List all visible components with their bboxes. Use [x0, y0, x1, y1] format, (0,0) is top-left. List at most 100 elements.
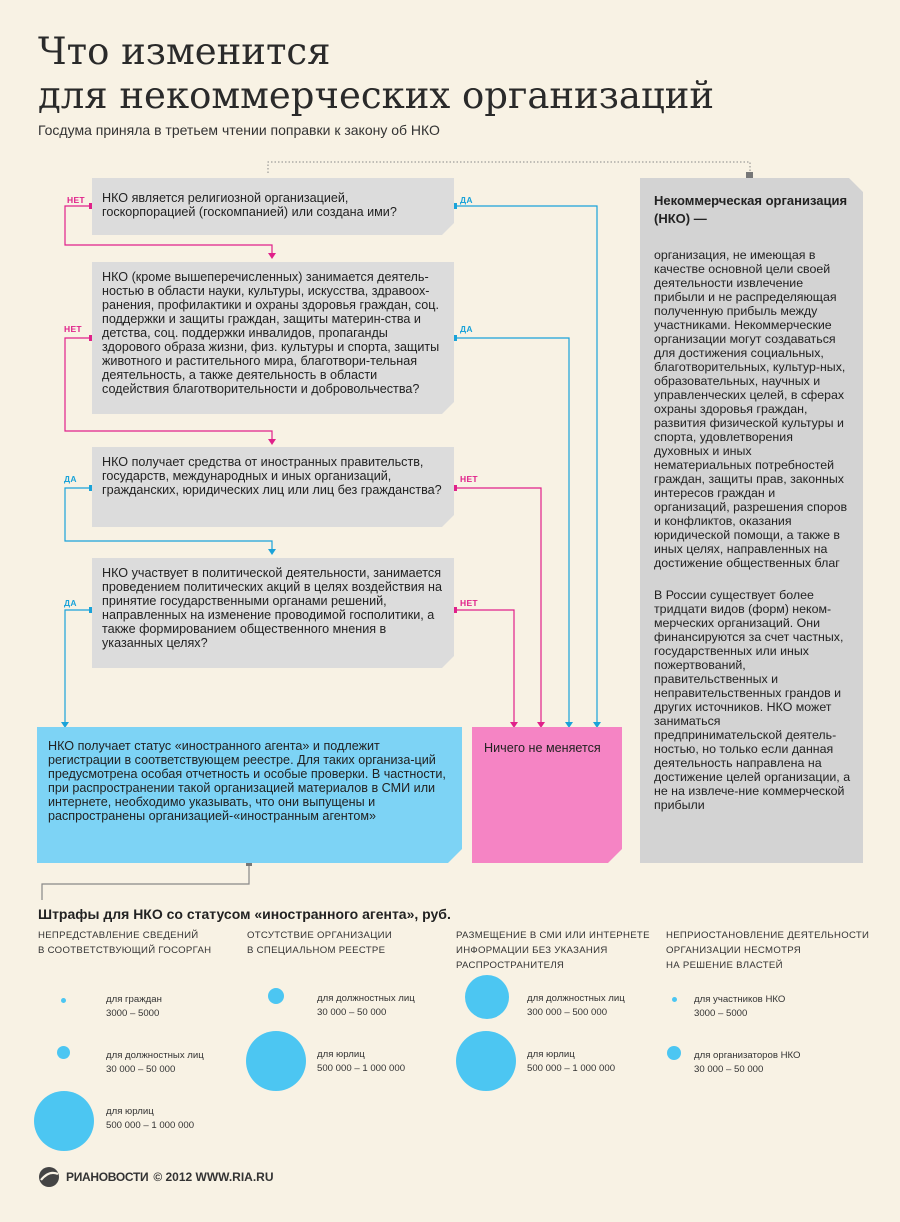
q4-no-label: НЕТ [460, 598, 478, 608]
footer: РИАНОВОСТИ © 2012 WWW.RIA.RU [37, 1166, 274, 1188]
q3-no-marker [451, 485, 457, 491]
col-4-header-line-1: НЕПРИОСТАНОВЛЕНИЕ ДЕЯТЕЛЬНОСТИ [666, 930, 870, 941]
fine-range: 30 000 – 50 000 [317, 1007, 387, 1018]
fines-col-4-header: НЕПРИОСТАНОВЛЕНИЕ ДЕЯТЕЛЬНОСТИ ОРГАНИЗАЦ… [666, 928, 869, 973]
fine-who: для должностных лиц [527, 993, 625, 1004]
top-connector-marker [746, 172, 753, 179]
question-2: НКО (кроме вышеперечисленных) занимается… [92, 262, 454, 414]
fine-range: 300 000 – 500 000 [527, 1007, 608, 1018]
fine-c4-organizers: для организаторов НКО 30 000 – 50 000 [694, 1049, 800, 1077]
fine-range: 3000 – 5000 [694, 1008, 748, 1019]
fine-who: для должностных лиц [106, 1050, 204, 1061]
arrow-q1-nothing [593, 722, 601, 728]
col-2-header-line-1: ОТСУТСТВИЕ ОРГАНИЗАЦИИ [247, 930, 393, 941]
title-line-1: Что изменится [38, 30, 331, 73]
fine-c3-officials: для должностных лиц 300 000 – 500 000 [527, 992, 625, 1020]
fine-c1-legal: для юрлиц 500 000 – 1 000 000 [106, 1105, 194, 1133]
col-1-header-line-2: В СООТВЕТСТВУЮЩИЙ ГОСОРГАН [38, 945, 212, 956]
q1-yes-line [454, 205, 598, 722]
fine-c2-officials: для должностных лиц 30 000 – 50 000 [317, 992, 415, 1020]
q2-yes-marker [451, 335, 457, 341]
fine-circle-c2-officials [268, 988, 284, 1004]
fines-col-1-header: НЕПРЕДСТАВЛЕНИЕ СВЕДЕНИЙ В СООТВЕТСТВУЮЩ… [38, 928, 211, 958]
arrow-to-q2 [268, 253, 276, 259]
arrow-q4-nothing [510, 722, 518, 728]
q2-yes-line [454, 337, 570, 722]
fine-circle-c4-participants [672, 997, 677, 1002]
col-3-header-line-1: РАЗМЕЩЕНИЕ В СМИ ИЛИ ИНТЕРНЕТЕ [456, 930, 650, 941]
fine-circle-c2-legal [246, 1031, 306, 1091]
fine-range: 3000 – 5000 [106, 1008, 160, 1019]
fine-who: для граждан [106, 994, 162, 1005]
agent-bottom-marker [246, 860, 252, 866]
q1-yes-label: ДА [460, 195, 473, 205]
fine-who: для юрлиц [527, 1049, 575, 1060]
nko-definition-panel: Некоммерческая организация (НКО) — орган… [640, 178, 863, 863]
q4-no-line [454, 609, 515, 722]
fines-col-2-header: ОТСУТСТВИЕ ОРГАНИЗАЦИИ В СПЕЦИАЛЬНОМ РЕЕ… [247, 928, 392, 958]
col-4-header-line-3: НА РЕШЕНИЕ ВЛАСТЕЙ [666, 960, 783, 971]
copyright: © 2012 WWW.RIA.RU [153, 1170, 274, 1184]
question-4: НКО участвует в политической деятельност… [92, 558, 454, 668]
fine-range: 30 000 – 50 000 [694, 1064, 764, 1075]
agent-to-fines-line [41, 862, 250, 900]
fine-circle-c1-legal [34, 1091, 94, 1151]
fine-circle-c3-legal [456, 1031, 516, 1091]
col-2-header-line-2: В СПЕЦИАЛЬНОМ РЕЕСТРЕ [247, 945, 386, 956]
q2-yes-label: ДА [460, 324, 473, 334]
fine-range: 500 000 – 1 000 000 [106, 1120, 195, 1131]
top-dotted-connector [267, 161, 751, 173]
question-2-text: НКО (кроме вышеперечисленных) занимается… [102, 270, 440, 396]
col-4-header-line-2: ОРГАНИЗАЦИИ НЕСМОТРЯ [666, 945, 801, 956]
fine-who: для юрлиц [106, 1106, 154, 1117]
col-3-header-line-2: ИНФОРМАЦИИ БЕЗ УКАЗАНИЯ [456, 945, 608, 956]
fine-circle-c1-citizens [61, 998, 66, 1003]
fine-c1-officials: для должностных лиц 30 000 – 50 000 [106, 1049, 204, 1077]
arrow-q4-agent [61, 722, 69, 728]
fine-who: для юрлиц [317, 1049, 365, 1060]
page-title: Что изменится для некоммерческих организ… [38, 30, 714, 118]
q3-no-label: НЕТ [460, 474, 478, 484]
q4-yes-line [64, 609, 92, 722]
fine-c1-citizens: для граждан 3000 – 5000 [106, 993, 162, 1021]
q3-yes-label: ДА [64, 474, 77, 484]
fines-col-3-header: РАЗМЕЩЕНИЕ В СМИ ИЛИ ИНТЕРНЕТЕ ИНФОРМАЦИ… [456, 928, 650, 973]
q4-no-marker [451, 607, 457, 613]
arrow-to-q3 [268, 439, 276, 445]
question-4-text: НКО участвует в политической деятельност… [102, 566, 443, 650]
q2-no-line [64, 337, 273, 439]
fine-who: для должностных лиц [317, 993, 415, 1004]
fine-circle-c4-organizers [667, 1046, 681, 1060]
arrow-to-q4 [268, 549, 276, 555]
foreign-agent-text: НКО получает статус «иностранного агента… [48, 739, 446, 823]
arrow-q2-nothing [565, 722, 573, 728]
foreign-agent-result: НКО получает статус «иностранного агента… [37, 727, 462, 863]
ria-logo-icon [39, 1167, 59, 1187]
q1-yes-marker [451, 203, 457, 209]
question-1: НКО является религиозной организацией, г… [92, 178, 454, 235]
fine-c2-legal: для юрлиц 500 000 – 1 000 000 [317, 1048, 405, 1076]
arrow-q3-nothing [537, 722, 545, 728]
fine-who: для организаторов НКО [694, 1050, 801, 1061]
title-line-2: для некоммерческих организаций [38, 74, 715, 117]
fine-range: 30 000 – 50 000 [106, 1064, 176, 1075]
question-1-text: НКО является религиозной организацией, г… [102, 191, 397, 219]
fine-c4-participants: для участников НКО 3000 – 5000 [694, 993, 785, 1021]
fine-range: 500 000 – 1 000 000 [317, 1063, 406, 1074]
fines-title: Штрафы для НКО со статусом «иностранного… [38, 906, 451, 922]
q1-no-label: НЕТ [67, 195, 85, 205]
col-3-header-line-3: РАСПРОСТРАНИТЕЛЯ [456, 960, 565, 971]
q3-no-line [454, 487, 542, 722]
nko-definition-heading: Некоммерческая организация (НКО) — [654, 193, 848, 226]
q3-yes-line [64, 487, 273, 549]
fine-who: для участников НКО [694, 994, 786, 1005]
question-3: НКО получает средства от иностранных пра… [92, 447, 454, 527]
q2-no-label: НЕТ [64, 324, 82, 334]
fine-circle-c1-officials [57, 1046, 70, 1059]
nothing-changes-result: Ничего не меняется [472, 727, 622, 863]
q4-yes-label: ДА [64, 598, 77, 608]
col-1-header-line-1: НЕПРЕДСТАВЛЕНИЕ СВЕДЕНИЙ [38, 930, 199, 941]
fine-circle-c3-officials [465, 975, 509, 1019]
